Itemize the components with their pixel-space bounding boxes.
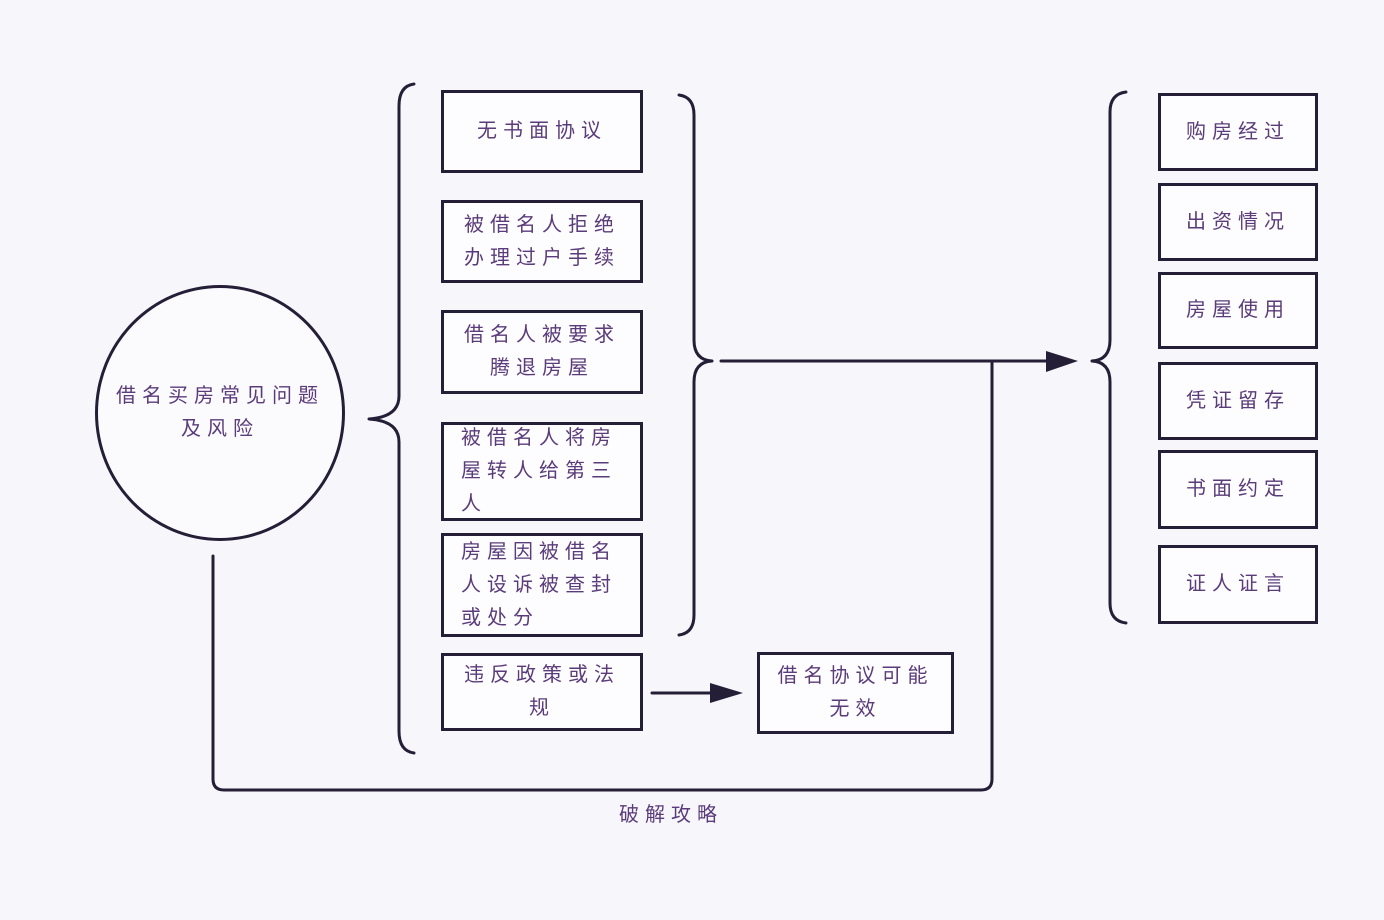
middle-brace (677, 93, 714, 637)
risk-label: 违反政策或法 规 (464, 664, 620, 719)
root-node: 借名买房常见问题 及风险 (95, 285, 345, 541)
strategy-item-label: 购房经过 (1186, 120, 1290, 143)
strategy-path (211, 359, 994, 792)
risk-node-refuse-transfer: 被借名人拒绝 办理过户手续 (441, 200, 643, 283)
sub-arrowhead-icon (710, 683, 743, 703)
strategy-node-witness-testimony: 证人证言 (1158, 545, 1318, 624)
risk-label: 被借名人拒绝 办理过户手续 (464, 213, 620, 269)
strategy-node-keep-receipts: 凭证留存 (1158, 362, 1318, 440)
root-label: 借名买房常见问题 及风险 (116, 385, 324, 440)
consequence-node: 借名协议可能 无效 (757, 652, 954, 734)
strategy-path-label: 破解攻略 (619, 804, 723, 826)
strategy-node-written-agreement: 书面约定 (1158, 450, 1318, 529)
strategy-item-label: 证人证言 (1186, 573, 1290, 595)
main-arrowhead-icon (1046, 351, 1078, 372)
risk-label: 被借名人将房 屋转人给第三 人 (461, 427, 617, 515)
risk-label: 借名人被要求 腾退房屋 (464, 324, 620, 379)
consequence-label: 借名协议可能 无效 (777, 665, 934, 720)
right-brace (1090, 90, 1128, 625)
strategy-node-purchase-process: 购房经过 (1158, 93, 1318, 171)
risk-label: 无书面协议 (477, 120, 607, 142)
left-brace (367, 82, 416, 755)
strategy-node-house-usage: 房屋使用 (1158, 272, 1318, 349)
risk-node-transfer-to-third-party: 被借名人将房 屋转人给第三 人 (441, 422, 643, 521)
strategy-item-label: 房屋使用 (1186, 299, 1290, 321)
risk-node-asked-to-vacate: 借名人被要求 腾退房屋 (441, 310, 643, 394)
strategy-node-funding-status: 出资情况 (1158, 183, 1318, 261)
strategy-item-label: 凭证留存 (1186, 389, 1290, 412)
strategy-item-label: 书面约定 (1186, 478, 1290, 500)
strategy-item-label: 出资情况 (1186, 210, 1290, 233)
risk-node-house-seized: 房屋因被借名 人设诉被查封 或处分 (441, 533, 643, 637)
risk-node-no-written-agreement: 无书面协议 (441, 90, 643, 173)
risk-node-violate-policy: 违反政策或法 规 (441, 653, 643, 731)
risk-label: 房屋因被借名 人设诉被查封 或处分 (461, 540, 617, 629)
